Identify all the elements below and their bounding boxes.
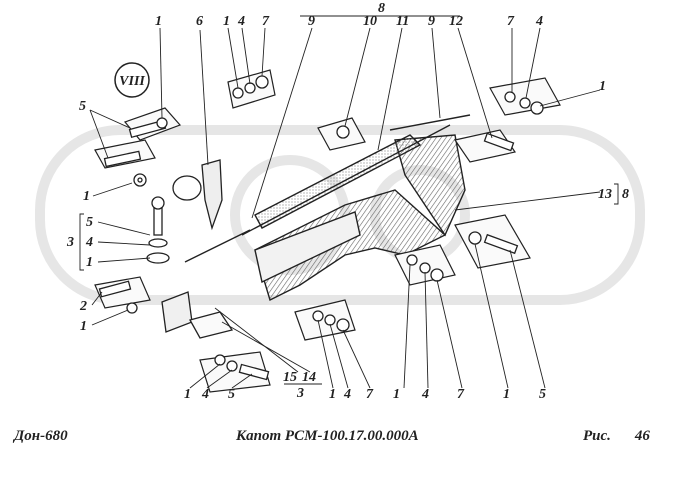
model-label: Дон-680 <box>14 428 68 444</box>
callout-4b: 4 <box>535 14 543 29</box>
callout-1e: 1 <box>86 255 93 270</box>
callout-7b: 7 <box>507 14 515 29</box>
callout-1i: 1 <box>393 387 400 402</box>
view-mark-label: VIII <box>119 74 145 89</box>
callouts: 8 9 10 11 9 12 1 6 1 4 7 7 4 1 5 1 5 3 4… <box>66 1 629 402</box>
callout-6: 6 <box>196 14 203 29</box>
callout-15: 15 <box>283 370 297 385</box>
callout-9b: 9 <box>428 14 435 29</box>
callout-11: 11 <box>396 14 409 29</box>
callout-1f: 1 <box>80 319 87 334</box>
bracket-arm <box>161 159 234 339</box>
callout-8-right: 8 <box>622 187 629 202</box>
callout-1j: 1 <box>503 387 510 402</box>
callout-5c: 5 <box>228 387 235 402</box>
callout-1b: 1 <box>223 14 230 29</box>
callout-2: 2 <box>79 299 87 314</box>
callout-1g: 1 <box>329 387 336 402</box>
callout-13: 13 <box>598 187 612 202</box>
callout-1h: 1 <box>184 387 191 402</box>
figure-label: Рис. <box>583 428 611 444</box>
callout-8-top: 8 <box>378 1 385 16</box>
callout-5a: 5 <box>79 99 86 114</box>
callout-4a: 4 <box>237 14 245 29</box>
fasteners <box>98 75 544 381</box>
callout-4d: 4 <box>343 387 351 402</box>
callout-10: 10 <box>363 14 377 29</box>
callout-12: 12 <box>449 14 463 29</box>
leader-lines <box>79 15 619 389</box>
hood-panel <box>184 114 471 301</box>
callout-4c: 4 <box>85 235 93 250</box>
callout-14: 14 <box>302 370 316 385</box>
drawing-title: Капот РСМ-100.17.00.000А <box>236 428 419 444</box>
callout-1c: 1 <box>599 79 606 94</box>
figure-ref: Рис. 46 <box>583 428 650 445</box>
callout-9: 9 <box>308 14 315 29</box>
callout-1a: 1 <box>155 14 162 29</box>
callout-7d: 7 <box>457 387 465 402</box>
callout-4f: 4 <box>421 387 429 402</box>
callout-7a: 7 <box>262 14 270 29</box>
figure-number: 46 <box>634 428 650 444</box>
callout-5b: 5 <box>86 215 93 230</box>
view-mark: VIII <box>114 62 150 98</box>
callout-5d: 5 <box>539 387 546 402</box>
callout-7c: 7 <box>366 387 374 402</box>
callout-3b: 3 <box>296 386 304 401</box>
callout-4e: 4 <box>201 387 209 402</box>
callout-1d: 1 <box>83 189 90 204</box>
callout-3: 3 <box>66 235 74 250</box>
